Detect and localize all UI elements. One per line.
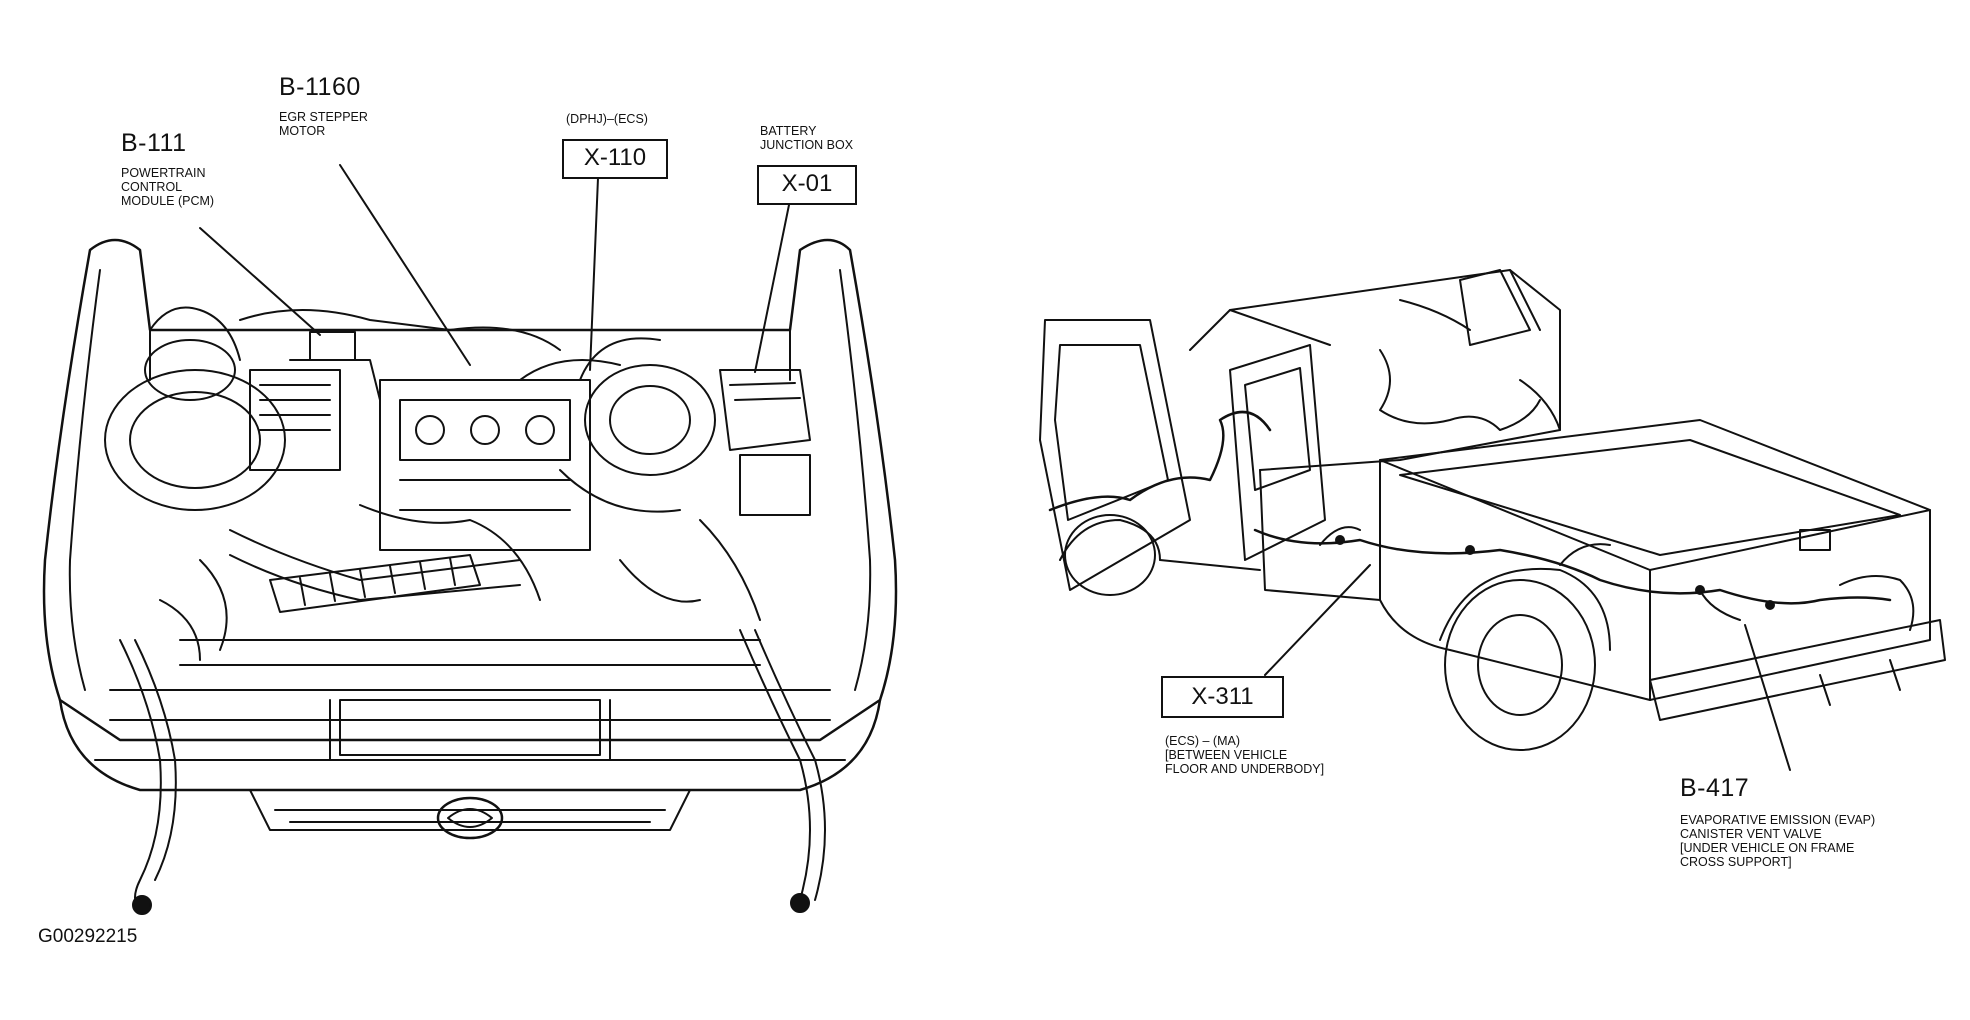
- pickup-truck-illustration: [1039, 269, 1946, 751]
- note-line: (ECS) – (MA): [1165, 734, 1240, 748]
- desc-line: EGR STEPPER: [279, 110, 368, 124]
- desc-line: [UNDER VEHICLE ON FRAME: [1680, 841, 1855, 855]
- desc-line: CONTROL: [121, 180, 183, 194]
- callout-code-b417: B-417: [1680, 774, 1750, 802]
- callout-code-b1160: B-1160: [279, 73, 361, 101]
- desc-line: CROSS SUPPORT]: [1680, 855, 1792, 869]
- note-line: BATTERY: [760, 124, 817, 138]
- desc-line: CANISTER VENT VALVE: [1680, 827, 1822, 841]
- callout-desc-b417: EVAPORATIVE EMISSION (EVAP) CANISTER VEN…: [1680, 813, 1875, 869]
- callout-note-x110: (DPHJ)–(ECS): [566, 112, 648, 126]
- desc-line: MODULE (PCM): [121, 194, 215, 208]
- desc-line: MOTOR: [279, 124, 326, 138]
- desc-line: EVAPORATIVE EMISSION (EVAP): [1680, 813, 1876, 827]
- connector-box-x311: X-311: [1161, 676, 1284, 718]
- connector-box-x110: X-110: [562, 139, 668, 179]
- callout-note-x311: (ECS) – (MA) [BETWEEN VEHICLE FLOOR AND …: [1165, 734, 1324, 776]
- callout-desc-b1160: EGR STEPPER MOTOR: [279, 110, 368, 138]
- callout-note-x01: BATTERY JUNCTION BOX: [760, 124, 853, 152]
- figure-id: G00292215: [38, 926, 138, 947]
- engine-bay-illustration: [42, 238, 898, 915]
- callout-code-b111: B-111: [121, 129, 187, 157]
- note-line: FLOOR AND UNDERBODY]: [1165, 762, 1325, 776]
- note-line: [BETWEEN VEHICLE: [1165, 748, 1288, 762]
- callout-desc-b111: POWERTRAIN CONTROL MODULE (PCM): [121, 166, 214, 208]
- desc-line: POWERTRAIN: [121, 166, 206, 180]
- connector-box-x01: X-01: [757, 165, 857, 205]
- note-line: JUNCTION BOX: [760, 138, 854, 152]
